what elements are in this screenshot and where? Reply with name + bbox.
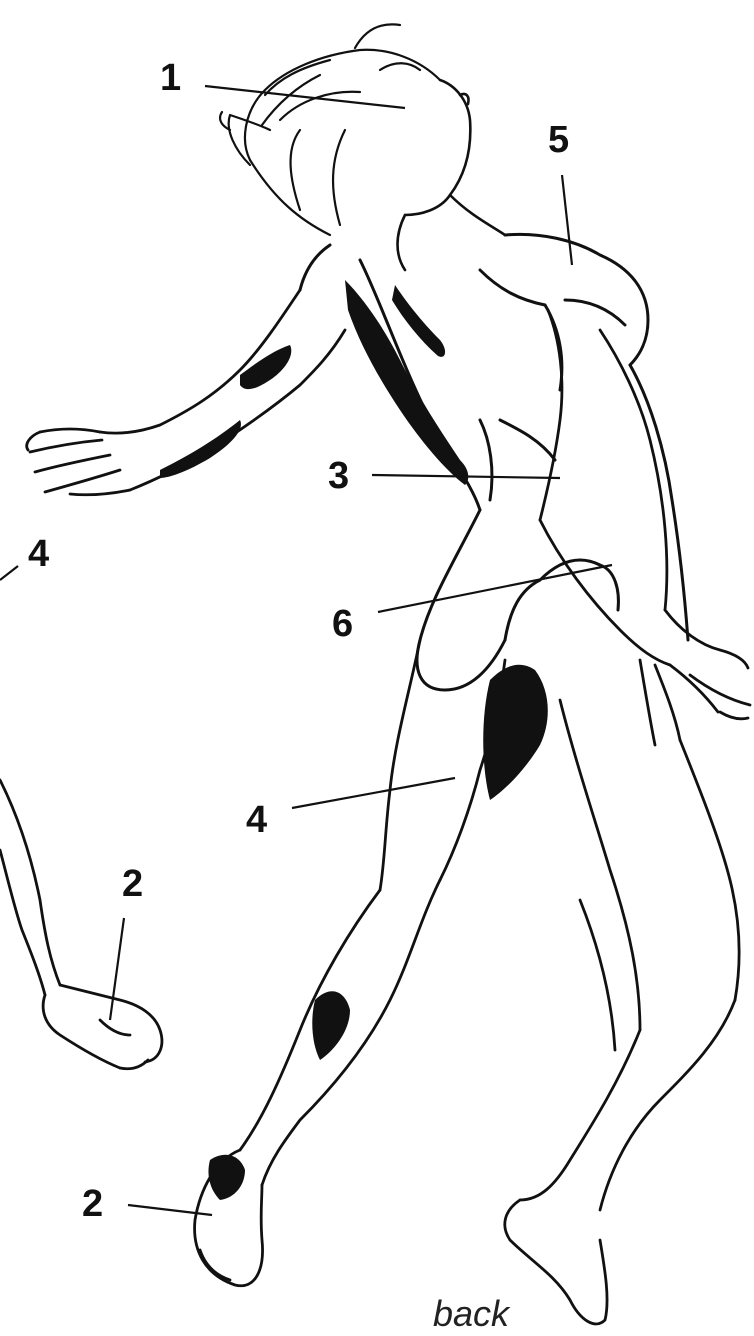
label-1: 1 xyxy=(160,57,181,99)
right-leg xyxy=(505,700,739,1324)
heel-shadow xyxy=(208,1155,245,1200)
leader-2-foot xyxy=(128,1205,212,1215)
leader-2-hand xyxy=(110,918,124,1020)
leader-4-left xyxy=(0,566,18,580)
label-3: 3 xyxy=(328,455,349,497)
label-6: 6 xyxy=(332,603,353,645)
leader-1 xyxy=(205,86,405,108)
forearm-shadow xyxy=(240,345,291,389)
left-leg xyxy=(195,640,505,1286)
label-2-foot: 2 xyxy=(82,1183,103,1225)
partial-figure xyxy=(0,780,162,1069)
glute-shadow xyxy=(483,665,548,800)
calf-shadow xyxy=(312,991,350,1060)
label-5: 5 xyxy=(548,119,569,161)
leader-4-main xyxy=(292,778,455,808)
leader-5 xyxy=(562,175,572,265)
lat-shadow xyxy=(392,285,445,357)
hair xyxy=(220,24,440,235)
caption-back: back xyxy=(433,1293,511,1334)
label-4-main: 4 xyxy=(246,799,267,841)
leader-lines xyxy=(0,86,612,1215)
leader-6 xyxy=(378,565,612,612)
main-figure xyxy=(27,24,750,1324)
leader-3 xyxy=(372,475,560,478)
forearm-shadow-2 xyxy=(160,420,241,478)
right-arm xyxy=(540,310,750,745)
label-2-hand: 2 xyxy=(122,863,143,905)
head xyxy=(398,80,506,270)
label-4-left: 4 xyxy=(28,533,49,575)
